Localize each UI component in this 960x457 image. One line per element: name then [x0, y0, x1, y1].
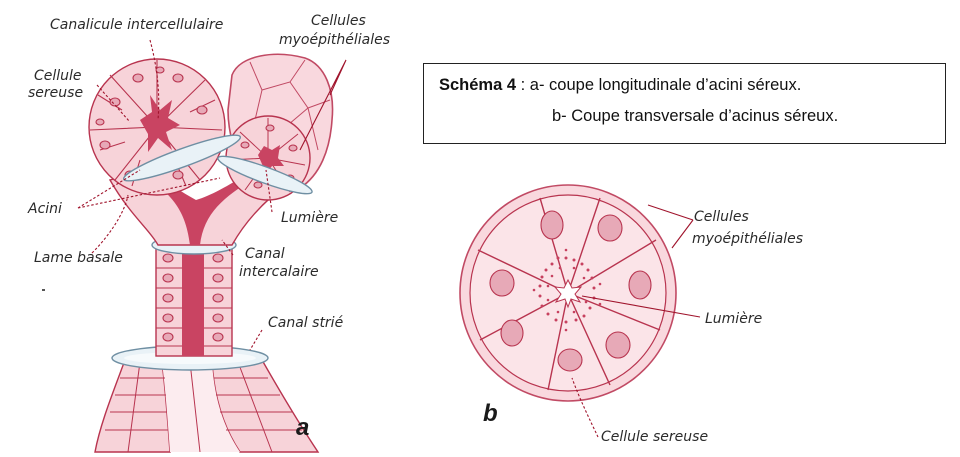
diagram-b: Cellules myoépithéliales Lumière Cellule… — [459, 184, 803, 445]
label-canal-strie: Canal strié — [268, 315, 344, 331]
acinus-b-granules — [532, 248, 602, 332]
label-lumiere-b: Lumière — [705, 311, 762, 327]
caption-schema-label: Schéma 4 — [439, 76, 517, 94]
small-mark — [42, 289, 45, 291]
diagram-a: Canalicule intercellulaire Cellules myoé… — [27, 13, 390, 453]
canal-intercalaire-duct — [155, 247, 233, 357]
panel-letter-b: b — [483, 400, 498, 427]
label-cellule-sereuse-a-line2: sereuse — [28, 85, 83, 101]
leaders-a — [77, 39, 347, 351]
label-canal-intercalaire-line2: intercalaire — [239, 264, 319, 280]
caption-box: Schéma 4 : a- coupe longitudinale d’acin… — [423, 63, 946, 144]
caption-line-1: Schéma 4 : a- coupe longitudinale d’acin… — [439, 76, 801, 95]
label-cellules-myo-b-line1: Cellules — [694, 209, 749, 225]
label-canal-intercalaire-line1: Canal — [245, 246, 285, 262]
panel-letter-a: a — [296, 414, 309, 441]
caption-line-1-text: : a- coupe longitudinale d’acini séreux. — [516, 76, 802, 94]
label-cellule-sereuse-b: Cellule sereuse — [601, 429, 708, 445]
caption-line-2: b- Coupe transversale d’acinus séreux. — [552, 107, 839, 125]
label-cellules-myo-a-line1: Cellules — [311, 13, 366, 29]
acinus-b-nuclei — [489, 210, 652, 372]
canal-strie-duct — [94, 359, 320, 453]
lame-basale-band-right — [217, 155, 313, 195]
label-lame-basale: Lame basale — [34, 250, 123, 266]
acinus-b-lumen — [553, 278, 583, 309]
acinus-b-cell-walls — [477, 197, 661, 391]
label-cellules-myo-b-line2: myoépithéliales — [692, 231, 803, 247]
lame-basale-band-left — [122, 134, 242, 182]
label-cellules-myo-a-line2: myoépithéliales — [279, 32, 390, 48]
label-lumiere-a: Lumière — [281, 210, 338, 226]
label-cellule-sereuse-a-line1: Cellule — [34, 68, 82, 84]
leaders-b — [571, 204, 701, 438]
label-canalicule: Canalicule intercellulaire — [50, 17, 223, 33]
label-acini: Acini — [27, 201, 62, 217]
